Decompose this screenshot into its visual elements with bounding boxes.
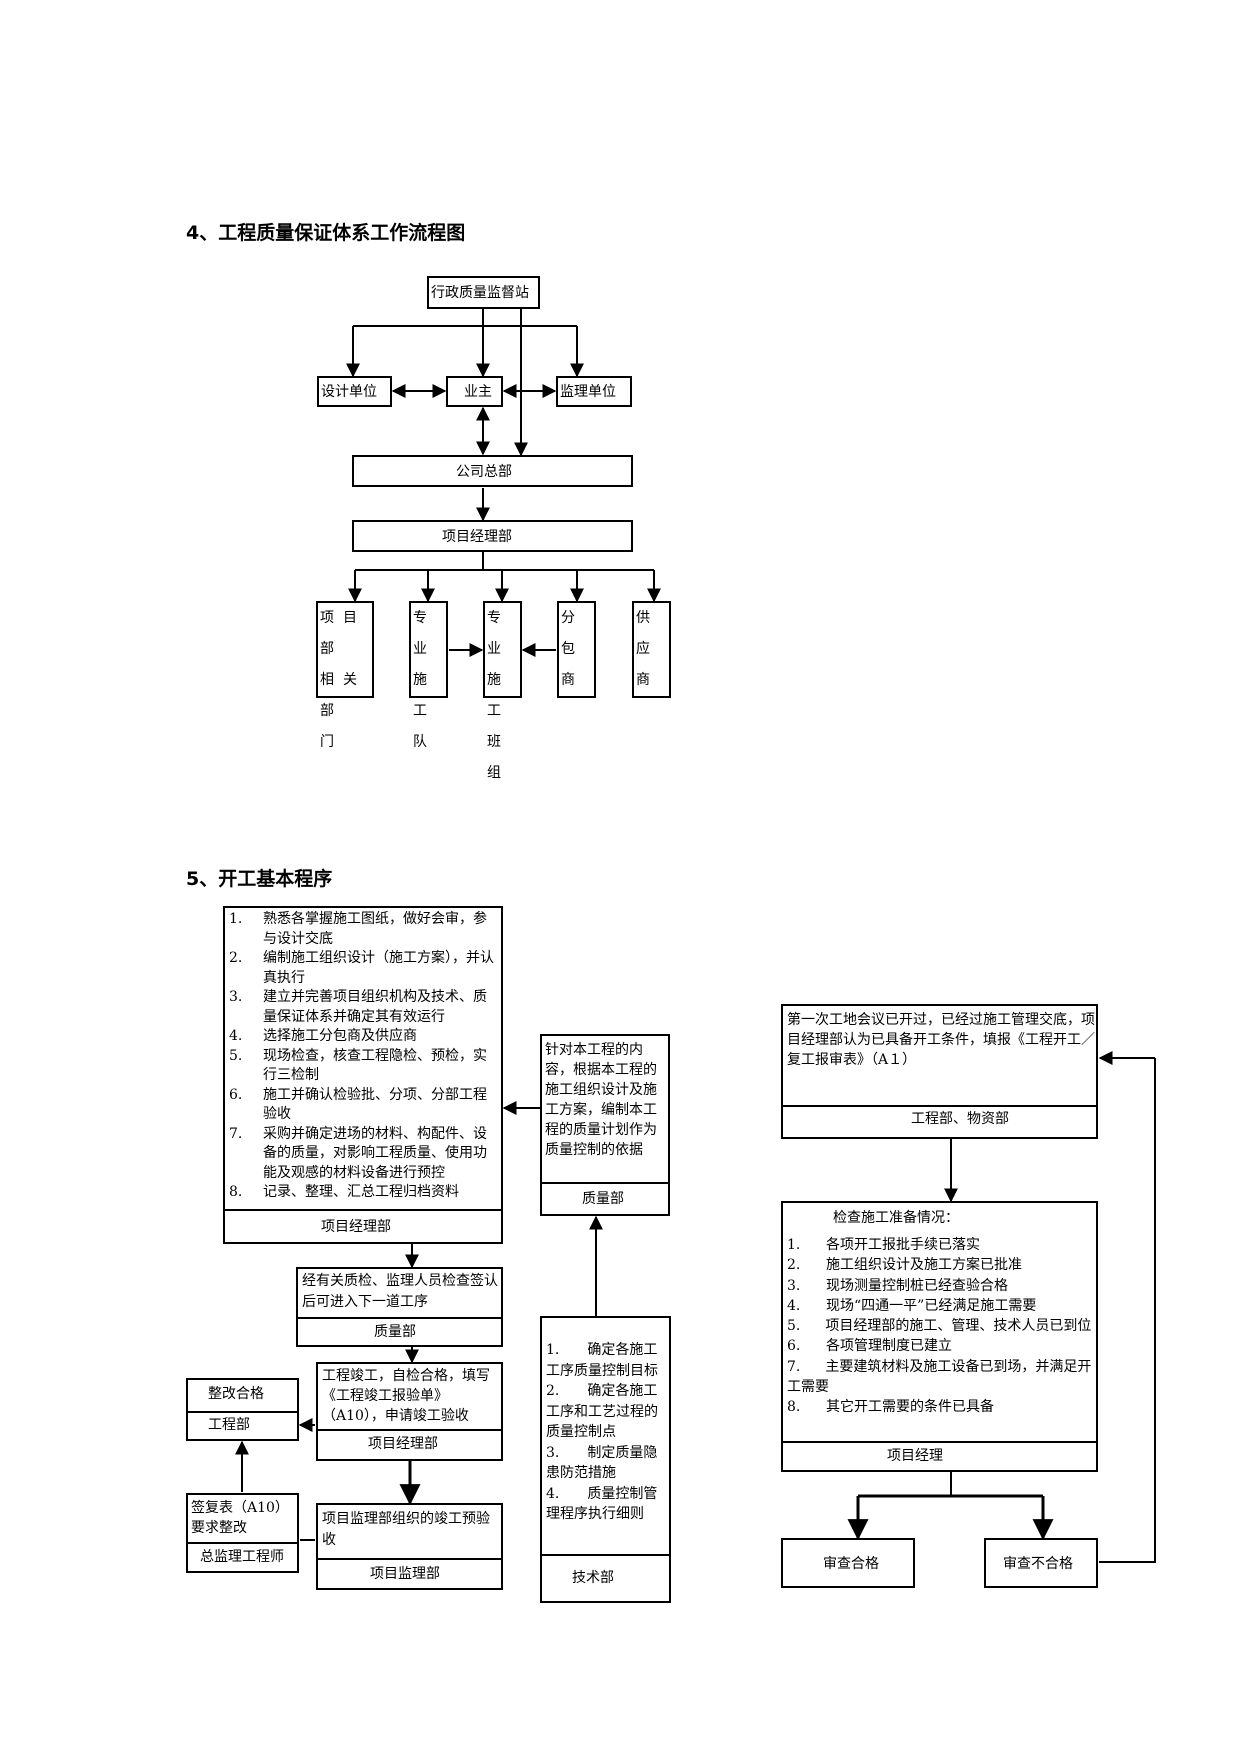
check-prep-title: 检查施工准备情况：	[833, 1210, 959, 1226]
company-hq-box: 公司总部	[352, 455, 633, 487]
startup-task-item: 8.记录、整理、汇总工程归档资料	[229, 1184, 459, 1200]
divider	[783, 1105, 1096, 1107]
check-prep-item: 5.项目经理部的施工、管理、技术人员已到位	[787, 1318, 1092, 1335]
check-prep-box: 检查施工准备情况： 1.各项开工报批手续已落实 2.施工组织设计及施工方案已批准…	[781, 1201, 1098, 1472]
check-prep-footer: 项目经理	[887, 1448, 943, 1464]
inspection-box: 经有关质检、监理人员检查签认后可进入下一道工序 质量部	[296, 1267, 503, 1347]
divider	[188, 1542, 297, 1544]
startup-task-item: 4.选择施工分包商及供应商	[229, 1028, 417, 1044]
divider	[318, 1558, 501, 1560]
column-label-construction-crew: 专业 施工 班组	[487, 610, 510, 781]
completion-text: 工程竣工，自检合格，填写《工程竣工报验单》（A10），申请竣工验收	[322, 1368, 490, 1424]
column-box-subcontractor: 分包 商	[557, 601, 596, 698]
inspection-text: 经有关质检、监理人员检查签认后可进入下一道工序	[302, 1273, 498, 1310]
supervision-station-label: 行政质量监督站	[431, 285, 529, 301]
owner-label: 业主	[464, 384, 492, 400]
owner-box: 业主	[446, 376, 503, 407]
supervision-station-box: 行政质量监督站	[427, 276, 540, 309]
company-hq-label: 公司总部	[456, 464, 512, 480]
tech-item: 4.质量控制管理程序执行细则	[546, 1485, 658, 1523]
startup-task-item: 5.现场检查，核查工程隐检、预检，实行三检制	[229, 1047, 487, 1084]
startup-tasks-box: 1.熟悉各掌握施工图纸，做好会审，参与设计交底 2.编制施工组织设计（施工方案）…	[223, 906, 503, 1244]
startup-task-item: 2.编制施工组织设计（施工方案），并认真执行	[229, 950, 494, 986]
column-label-related-depts: 项目部 相关部 门	[320, 610, 366, 750]
divider	[318, 1429, 501, 1431]
sign-back-text: 签复表（A10）要求整改	[191, 1500, 289, 1536]
review-pass-label: 审查合格	[823, 1556, 879, 1572]
check-prep-item: 4.现场“四通一平”已经满足施工需要	[787, 1297, 1037, 1314]
column-box-construction-crew: 专业 施工 班组	[483, 601, 522, 781]
column-label-supplier: 供应 商	[636, 610, 659, 688]
startup-task-item: 7.采购并确定进场的材料、构配件、设备的质量，对影响工程质量、使用功能及观感的材…	[229, 1125, 487, 1181]
divider	[542, 1182, 668, 1184]
check-prep-item: 7.主要建筑材料及施工设备已到场，并满足开工需要	[787, 1358, 1092, 1396]
pre-acceptance-footer: 项目监理部	[370, 1566, 440, 1582]
startup-task-item: 6.施工并确认检验批、分项、分部工程验收	[229, 1086, 487, 1123]
check-prep-item: 2.施工组织设计及施工方案已批准	[787, 1257, 1022, 1274]
startup-task-item: 3.建立并完善项目组织机构及技术、质量保证体系并确定其有效运行	[229, 989, 487, 1025]
check-prep-item: 1.各项开工报批手续已落实	[787, 1237, 980, 1253]
review-fail-label: 审查不合格	[1003, 1556, 1073, 1572]
supervisor-unit-label: 监理单位	[560, 384, 616, 400]
column-box-supplier: 供应 商	[632, 601, 671, 698]
tech-dept-list: 1.确定各施工工序质量控制目标 2.确定各施工工序和工艺过程的质量控制点 3.制…	[546, 1340, 670, 1525]
check-prep-list: 1.各项开工报批手续已落实 2.施工组织设计及施工方案已批准 3.现场测量控制桩…	[787, 1235, 1097, 1418]
column-box-construction-team: 专业 施工 队	[409, 601, 448, 750]
tech-item: 1.确定各施工工序质量控制目标	[546, 1342, 658, 1379]
divider	[188, 1411, 297, 1413]
column-box-related-depts: 项目部 相关部 门	[316, 601, 374, 750]
startup-tasks-list: 1.熟悉各掌握施工图纸，做好会审，参与设计交底 2.编制施工组织设计（施工方案）…	[229, 910, 499, 1203]
startup-tasks-footer: 项目经理部	[321, 1219, 391, 1235]
design-unit-label: 设计单位	[321, 384, 377, 400]
divider	[783, 1441, 1096, 1443]
tech-dept-box: 1.确定各施工工序质量控制目标 2.确定各施工工序和工艺过程的质量控制点 3.制…	[540, 1316, 671, 1603]
column-label-subcontractor: 分包 商	[561, 610, 584, 688]
tech-item: 2.确定各施工工序和工艺过程的质量控制点	[546, 1383, 658, 1440]
first-meeting-footer: 工程部、物资部	[911, 1111, 1009, 1127]
project-manager-dept-box: 项目经理部	[352, 520, 633, 552]
review-fail-box: 审查不合格	[984, 1538, 1098, 1588]
completion-box: 工程竣工，自检合格，填写《工程竣工报验单》（A10），申请竣工验收 项目经理部	[316, 1362, 503, 1461]
completion-footer: 项目经理部	[368, 1436, 438, 1452]
quality-plan-box: 针对本工程的内容，根据本工程的施工组织设计及施工方案，编制本工程的质量计划作为质…	[540, 1034, 670, 1216]
review-pass-box: 审查合格	[781, 1538, 915, 1588]
rectify-ok-footer: 工程部	[208, 1417, 250, 1433]
first-meeting-text: 第一次工地会议已开过，已经过施工管理交底，项目经理部认为已具备开工条件，填报《工…	[787, 1012, 1095, 1068]
supervisor-unit-box: 监理单位	[556, 376, 632, 407]
first-meeting-box: 第一次工地会议已开过，已经过施工管理交底，项目经理部认为已具备开工条件，填报《工…	[781, 1004, 1098, 1139]
divider	[298, 1317, 501, 1319]
column-label-construction-team: 专业 施工 队	[413, 610, 436, 750]
rectify-ok-box: 整改合格 工程部	[186, 1378, 299, 1441]
inspection-footer: 质量部	[374, 1324, 416, 1340]
quality-plan-text: 针对本工程的内容，根据本工程的施工组织设计及施工方案，编制本工程的质量计划作为质…	[545, 1042, 657, 1158]
design-unit-box: 设计单位	[317, 376, 392, 407]
tech-item: 3.制定质量隐患防范措施	[546, 1444, 658, 1482]
divider	[225, 1209, 501, 1211]
rectify-ok-text: 整改合格	[208, 1386, 264, 1402]
check-prep-item: 8.其它开工需要的条件已具备	[787, 1399, 994, 1416]
quality-plan-footer: 质量部	[582, 1191, 624, 1207]
divider	[542, 1554, 669, 1556]
startup-task-item: 1.熟悉各掌握施工图纸，做好会审，参与设计交底	[229, 911, 487, 947]
section-title-4: 4、工程质量保证体系工作流程图	[186, 222, 466, 244]
project-manager-dept-label: 项目经理部	[442, 529, 512, 545]
sign-back-box: 签复表（A10）要求整改 总监理工程师	[186, 1493, 299, 1573]
section-title-5: 5、开工基本程序	[186, 868, 333, 890]
sign-back-footer: 总监理工程师	[200, 1549, 284, 1565]
check-prep-item: 6.各项管理制度已建立	[787, 1338, 952, 1355]
pre-acceptance-box: 项目监理部组织的竣工预验收 项目监理部	[316, 1503, 503, 1590]
pre-acceptance-text: 项目监理部组织的竣工预验收	[322, 1511, 490, 1548]
tech-dept-footer: 技术部	[572, 1570, 614, 1586]
fail-return-line	[1099, 1058, 1156, 1563]
check-prep-item: 3.现场测量控制桩已经查验合格	[787, 1277, 1008, 1294]
